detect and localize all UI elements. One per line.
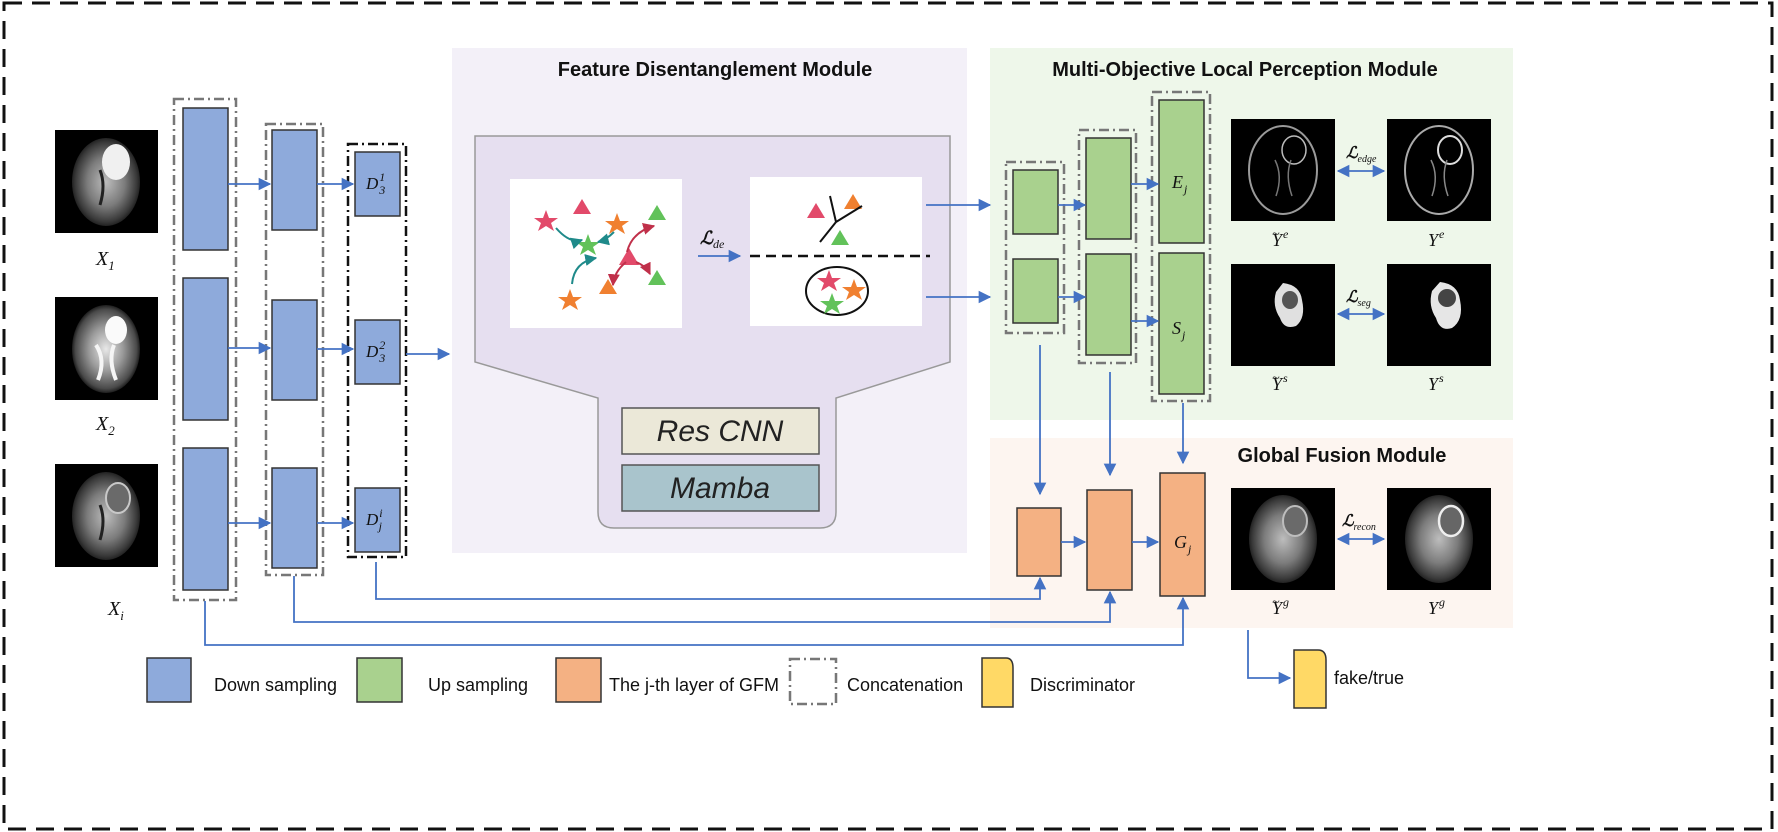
entangled-features [534,199,666,310]
down-block-2-i [271,467,318,569]
gfm-layer-j [1159,472,1206,597]
gt-seg-label: Ys [1428,371,1444,394]
gfm-layer-1 [1016,507,1062,577]
pred-edge-image [1231,119,1335,221]
concat-frame-dec3 [1150,90,1212,403]
disentangled-features [750,194,930,316]
discriminator-output-label: fake/true [1334,668,1404,688]
legend-label-gfm: The j-th layer of GFM [609,675,779,695]
gt-seg-image [1387,264,1491,366]
pred-recon-image [1231,488,1335,590]
legend-swatch-concat [788,657,838,706]
mamba-block [621,464,820,512]
up-block-2-edge [1085,137,1132,240]
encoder-arrows [228,177,451,530]
legend-swatch-gfm [555,657,602,703]
pred-recon-tilde: ~ [1272,595,1280,610]
fdm-title: Feature Disentanglement Module [558,59,873,81]
legend-swatch-down [146,657,192,703]
up-block-1-edge [1012,169,1059,235]
pred-seg-label: Ys [1272,371,1288,394]
pred-edge-tilde: ~ [1272,227,1280,242]
feature-block-d2 [354,319,401,385]
gfm-layer-2 [1086,489,1133,591]
down-block-2-2 [271,299,318,401]
input-image-2 [55,297,158,400]
res-cnn-block [621,407,820,455]
legend-label-down: Down sampling [214,675,337,695]
legend: Down sampling Up sampling The j-th layer… [146,657,1135,708]
gfm-title: Global Fusion Module [1238,445,1447,467]
mlpm-arrows [1033,177,1190,496]
recon-loss-label: ℒrecon [1342,513,1376,533]
edge-block [1158,99,1205,244]
input-label-2: X2 [95,413,115,438]
edge-loss-label: ℒedge [1346,145,1377,165]
mlpm-title: Multi-Objective Local Perception Module [1052,59,1438,81]
feature-block-d1 [354,151,401,217]
edge-block-label: Ej [1171,172,1188,196]
seg-block [1158,252,1205,395]
loss-arrows [1336,164,1386,546]
disentangle-loss-label: ℒde [700,228,725,251]
down-block-1-2 [182,277,229,421]
up-block-1-seg [1012,258,1059,324]
input-image-1 [55,130,158,233]
seg-loss-label: ℒseg [1346,289,1371,309]
legend-swatch-disc [981,657,1014,708]
pred-seg-tilde: ~ [1272,371,1280,386]
entangled-feature-panel [510,179,682,328]
pred-recon-label: Yg [1272,595,1289,618]
legend-label-concat: Concatenation [847,675,963,695]
pred-edge-label: Ye [1272,227,1289,250]
res-cnn-label: Res CNN [657,415,784,448]
discriminator-block [1293,649,1327,709]
feature-block-di [354,487,401,553]
input-label-1: X1 [95,248,115,273]
pred-seg-image [1231,264,1335,366]
gt-edge-label: Ye [1428,227,1445,250]
down-block-2-1 [271,129,318,231]
gt-recon-image [1387,488,1491,590]
gfm-arrows [204,535,1292,685]
concat-frame-dec1 [1004,160,1066,335]
up-block-2-seg [1085,253,1132,356]
legend-label-up: Up sampling [428,675,528,695]
concat-frame-dec2 [1077,128,1138,365]
legend-swatch-up [356,657,403,703]
output-labels: Ye ~ Ye Ys ~ Ys Yg ~ Yg [1272,227,1445,618]
input-label-i: Xi [107,598,124,623]
down-block-1-1 [182,107,229,251]
seg-block-label: Sj [1172,318,1186,342]
legend-label-disc: Discriminator [1030,675,1135,695]
down-block-1-i [182,447,229,591]
gt-recon-label: Yg [1428,595,1445,618]
mamba-label: Mamba [670,472,770,505]
gfm-block-label: Gj [1174,532,1192,556]
gt-edge-image [1387,119,1491,221]
input-image-i [55,464,158,567]
concat-frame-enc1 [172,97,238,602]
